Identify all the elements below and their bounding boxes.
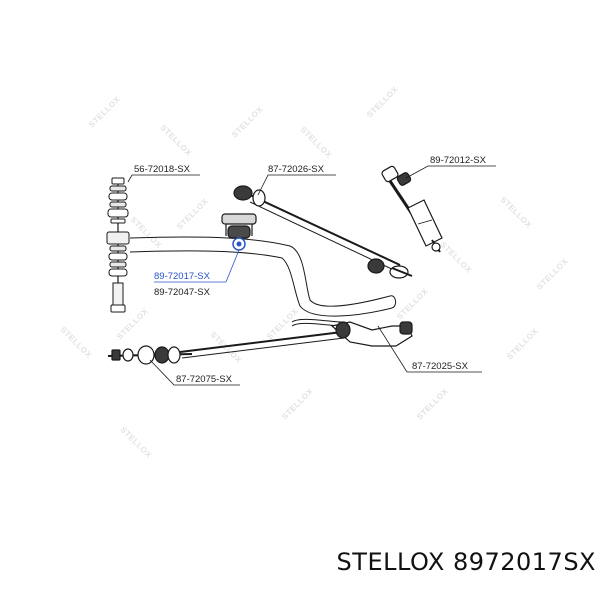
part-number: 8972017SX bbox=[452, 548, 596, 576]
brand-name: STELLOX bbox=[336, 548, 445, 576]
watermark-text: STELLOX bbox=[535, 256, 570, 291]
watermark-text: STELLOX bbox=[505, 326, 540, 361]
callout-leaders bbox=[127, 165, 496, 386]
stabilizer-end-link bbox=[106, 177, 130, 313]
callout-upper-bushing: 87-72026-SX bbox=[268, 164, 325, 175]
callout-stabilizer-bushing: 89-72017-SX bbox=[154, 271, 211, 282]
watermark-text: STELLOX bbox=[159, 123, 194, 158]
callout-lower-bushing: 87-72025-SX bbox=[412, 361, 469, 372]
stabilizer-bushing-clamp bbox=[221, 213, 257, 251]
watermark-text: STELLOX bbox=[175, 196, 210, 231]
watermark-text: STELLOX bbox=[129, 215, 164, 250]
product-caption: STELLOX 8972017SX bbox=[246, 548, 596, 576]
callout-labels: 56-72018-SX 87-72026-SX 89-72012-SX 89-7… bbox=[134, 155, 487, 385]
watermark-text: STELLOX bbox=[499, 195, 534, 230]
watermark-layer: STELLOX STELLOX STELLOX STELLOX STELLOX … bbox=[59, 84, 571, 460]
callout-shock-bushing: 89-72012-SX bbox=[430, 155, 487, 166]
watermark-text: STELLOX bbox=[395, 286, 430, 321]
callout-endlink: 56-72018-SX bbox=[134, 164, 191, 175]
watermark-text: STELLOX bbox=[365, 84, 400, 119]
watermark-text: STELLOX bbox=[87, 94, 122, 129]
callout-stabilizer-bushing-alt: 89-72047-SX bbox=[154, 287, 211, 298]
watermark-text: STELLOX bbox=[59, 325, 94, 360]
watermark-text: STELLOX bbox=[299, 125, 334, 160]
shock-absorber bbox=[381, 165, 443, 253]
upper-arm-assembly bbox=[233, 185, 413, 279]
watermark-text: STELLOX bbox=[265, 306, 300, 341]
callout-radius-bushing: 87-72075-SX bbox=[176, 374, 233, 385]
watermark-text: STELLOX bbox=[415, 386, 450, 421]
watermark-text: STELLOX bbox=[119, 425, 154, 460]
radius-rod-bushing-set bbox=[107, 345, 193, 365]
watermark-text: STELLOX bbox=[280, 386, 315, 421]
lower-arm-assembly bbox=[179, 321, 413, 359]
watermark-text: STELLOX bbox=[230, 104, 265, 139]
watermark-text: STELLOX bbox=[439, 240, 474, 275]
